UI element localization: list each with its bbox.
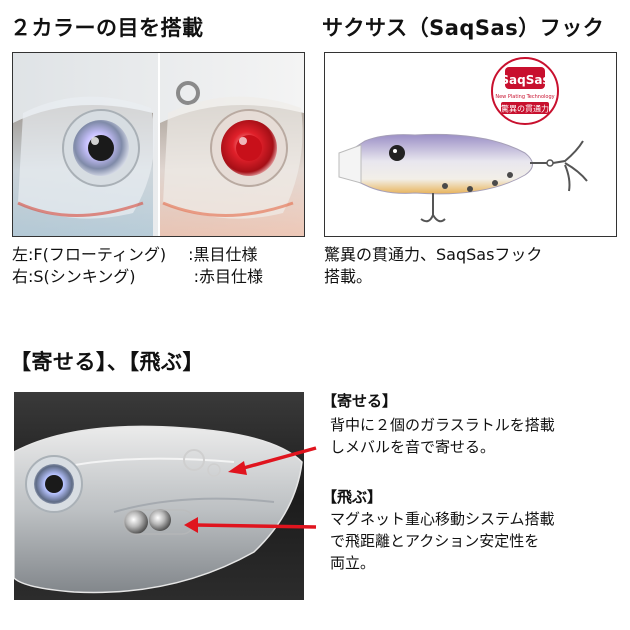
- hook-photo-frame: SaqSas New Plating Technology 驚異の貫通力: [324, 52, 617, 237]
- attract-line2: しメバルを音で寄せる。: [330, 438, 496, 456]
- badge-tagline: 驚異の貫通力: [501, 104, 549, 114]
- attract-description: 背中に２個のガラスラトルを搭載 しメバルを音で寄せる。: [330, 414, 555, 458]
- hook-photo: SaqSas New Plating Technology 驚異の貫通力: [338, 57, 588, 223]
- sinking-caption: 右:S(シンキング) :赤目仕様: [12, 266, 263, 288]
- attract-title: 【寄せる】: [322, 392, 398, 410]
- features-section-title: 【寄せる】、【飛ぶ】: [10, 350, 204, 374]
- eyes-photo: [13, 53, 304, 236]
- sinking-caption-spec: :赤目仕様: [193, 267, 263, 286]
- hook-caption-line2: 搭載。: [324, 267, 373, 286]
- hook-section-title: サクサス（SaqSas）フック: [322, 16, 605, 40]
- eyes-section-title: ２カラーの目を搭載: [10, 16, 204, 40]
- attract-line1: 背中に２個のガラスラトルを搭載: [330, 416, 555, 434]
- eyes-photo-frame: [12, 52, 305, 237]
- floating-caption: 左:F(フローティング) :黒目仕様: [12, 244, 263, 266]
- badge-logo: SaqSas: [500, 73, 549, 87]
- cast-line3: 両立。: [330, 554, 376, 572]
- floating-caption-type: 左:F(フローティング): [12, 245, 167, 264]
- rattle-lure-image: [14, 392, 304, 600]
- sinking-lure-image: [160, 96, 304, 236]
- hook-caption: 驚異の貫通力、SaqSasフック 搭載。: [324, 244, 542, 288]
- cast-line2: で飛距離とアクション安定性を: [330, 532, 540, 550]
- floating-caption-spec: :黒目仕様: [188, 245, 258, 264]
- eyes-caption: 左:F(フローティング) :黒目仕様 右:S(シンキング) :赤目仕様: [12, 244, 263, 288]
- magnet-weight: [124, 510, 148, 534]
- saqsas-badge: SaqSas New Plating Technology 驚異の貫通力: [491, 57, 559, 125]
- cast-title: 【飛ぶ】: [322, 488, 383, 506]
- badge-subtitle: New Plating Technology: [495, 94, 554, 100]
- purple-lure-image: [338, 133, 588, 223]
- floating-lure-image: [13, 81, 200, 236]
- cast-description: マグネット重心移動システム搭載 で飛距離とアクション安定性を 両立。: [330, 508, 555, 574]
- rattle-lure-photo: [14, 392, 304, 600]
- glass-rattle: [183, 449, 205, 471]
- hook-caption-line1: 驚異の貫通力、SaqSasフック: [324, 245, 543, 264]
- cast-line1: マグネット重心移動システム搭載: [330, 510, 555, 528]
- sinking-caption-type: 右:S(シンキング): [12, 267, 136, 286]
